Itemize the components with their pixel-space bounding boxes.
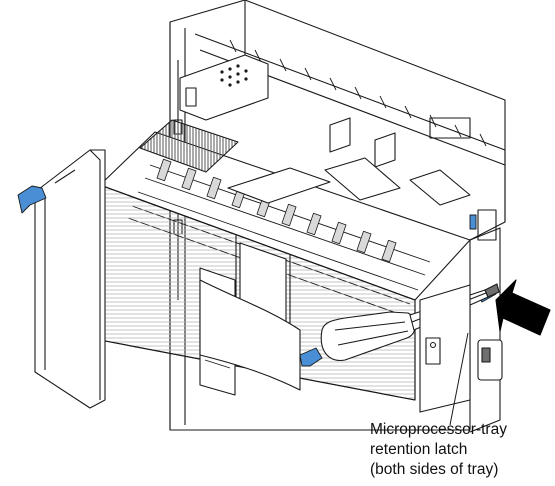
callout-line-3: (both sides of tray) bbox=[370, 461, 499, 478]
callout-leader-line bbox=[449, 332, 469, 426]
tray-cover-open bbox=[34, 149, 106, 409]
wall-brackets bbox=[324, 117, 471, 206]
processor-tray bbox=[99, 119, 471, 317]
latch-icon bbox=[419, 284, 503, 413]
callout-line-2: retention latch bbox=[370, 441, 468, 458]
callout-line-1: Microprocessor-tray bbox=[370, 421, 507, 438]
release-lever-icon bbox=[17, 185, 497, 367]
push-arrow-icon bbox=[495, 279, 551, 336]
latch-callout-label: Microprocessor-tray retention latch (bot… bbox=[370, 420, 555, 480]
connector-board bbox=[179, 54, 269, 121]
